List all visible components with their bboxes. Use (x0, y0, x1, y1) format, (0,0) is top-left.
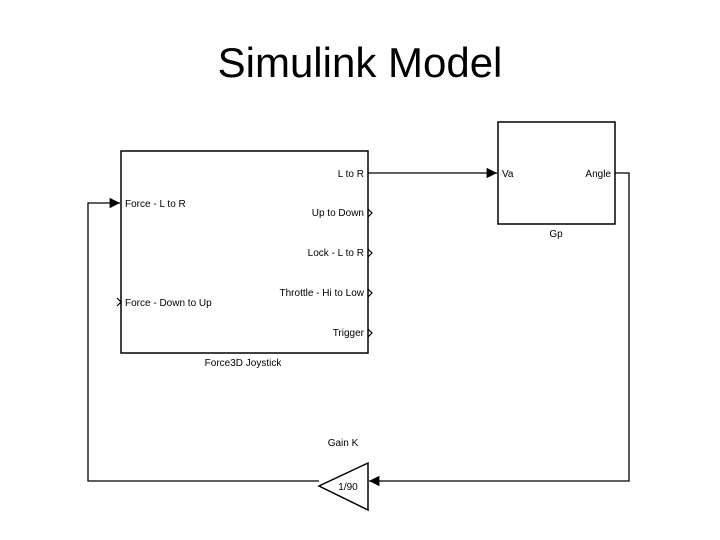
joystick-input-port-label: Force - L to R (125, 199, 186, 210)
gain-value: 1/90 (338, 482, 358, 493)
gain-block-name: Gain K (328, 438, 359, 449)
joystick-output-port-label: Lock - L to R (308, 248, 364, 259)
slide-title: Simulink Model (217, 39, 503, 86)
joystick-block[interactable]: Force - L to R Force - Down to Up L to R… (116, 150, 373, 354)
plant-input-port-label: Va (502, 169, 514, 180)
plant-output-port-label: Angle (585, 169, 611, 180)
joystick-input-port-label: Force - Down to Up (125, 298, 212, 309)
joystick-block-name: Force3D Joystick (205, 358, 283, 369)
plant-block[interactable]: Va Angle (497, 121, 616, 225)
joystick-output-port-label: Throttle - Hi to Low (280, 288, 365, 299)
signal-line-plant-to-gain[interactable] (369, 172, 630, 487)
joystick-output-port-label: Up to Down (312, 208, 364, 219)
signal-line-gain-to-joystick[interactable] (87, 197, 319, 482)
joystick-output-port-label: L to R (338, 169, 364, 180)
plant-block-name: Gp (549, 229, 563, 240)
gain-block[interactable]: 1/90 (317, 461, 369, 512)
joystick-output-port-label: Trigger (333, 328, 365, 339)
